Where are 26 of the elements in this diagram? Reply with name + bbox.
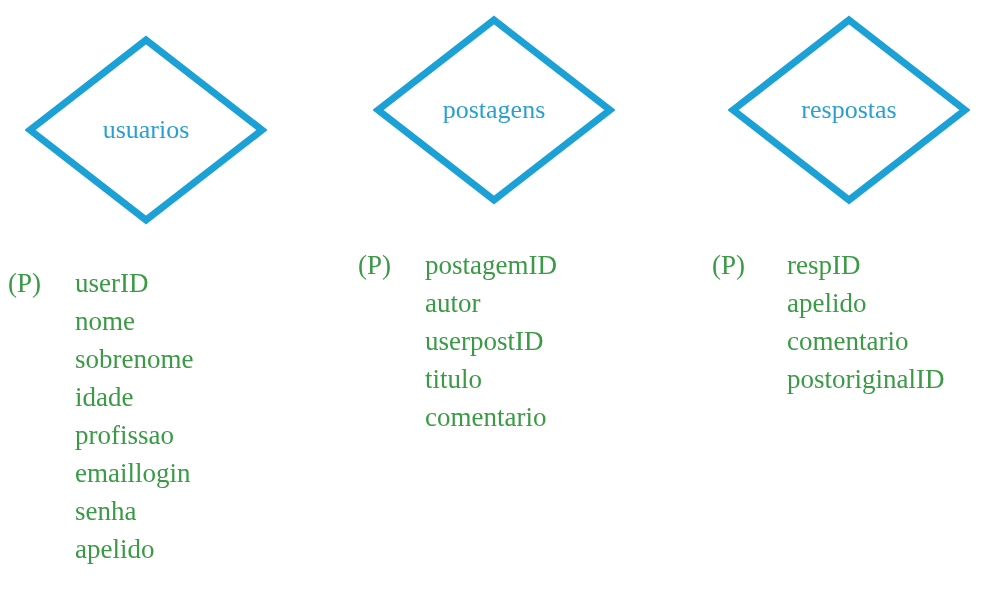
attribute-name: apelido — [787, 290, 867, 317]
entity-name: postagens — [442, 97, 546, 123]
attribute-name: idade — [75, 384, 134, 411]
attribute-name: userID — [75, 270, 149, 297]
attribute-name: emaillogin — [75, 460, 191, 487]
attribute-name: (P) — [712, 252, 745, 279]
attribute-name: senha — [75, 498, 137, 525]
attribute-name: comentario — [787, 328, 909, 355]
attribute-name: apelido — [75, 536, 155, 563]
entity-diamond — [25, 35, 267, 225]
attribute-name: profissao — [75, 422, 174, 449]
attribute-name: postoriginalID — [787, 366, 945, 393]
attribute-name: (P) — [358, 252, 391, 279]
attribute-name: (P) — [8, 270, 41, 297]
attribute-name: userpostID — [425, 328, 544, 355]
attribute-name: titulo — [425, 366, 482, 393]
attribute-name: comentario — [425, 404, 547, 431]
entity-name: usuarios — [102, 117, 190, 143]
entity-diamond — [373, 15, 615, 205]
entity-name: respostas — [801, 97, 897, 123]
attribute-name: autor — [425, 290, 481, 317]
attribute-name: sobrenome — [75, 346, 194, 373]
entity-diamond — [728, 15, 970, 205]
attribute-name: postagemID — [425, 252, 557, 279]
attribute-name: nome — [75, 308, 135, 335]
attribute-name: respID — [787, 252, 861, 279]
